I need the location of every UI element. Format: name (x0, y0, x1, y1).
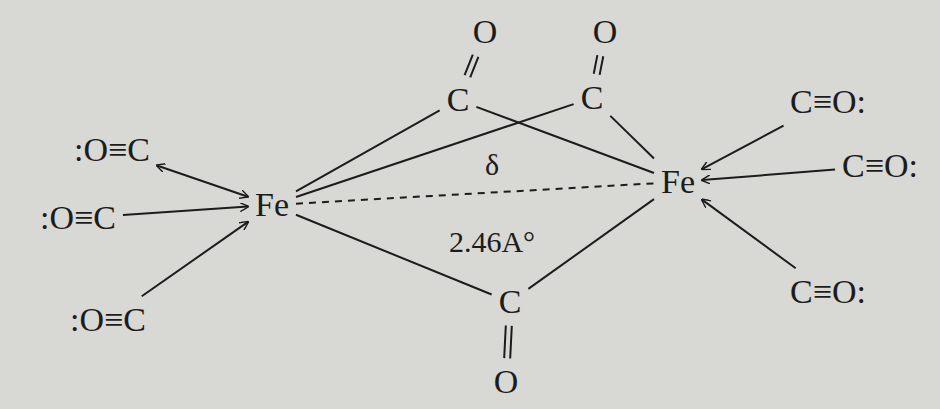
atom-label: O (473, 13, 498, 50)
carbonyl-ligand: :O≡C (66, 299, 150, 340)
bond-line (296, 104, 574, 197)
iron-atom: Fe (657, 161, 699, 202)
carbonyl-ligand: C≡O: (786, 271, 870, 312)
atom-label: C (499, 283, 522, 320)
partial-charge: δ (482, 148, 502, 182)
atom-label: C≡O: (790, 273, 866, 310)
atom-label: Fe (255, 186, 289, 223)
bond-line (296, 110, 440, 191)
atom-label: :O≡C (40, 199, 116, 236)
atom-label: :O≡C (70, 301, 146, 338)
dative-bond-arrow (123, 207, 248, 215)
carbon-atom: C (577, 77, 608, 118)
carbonyl-ligand: C≡O: (786, 81, 870, 122)
dative-bond-arrow (702, 170, 835, 181)
atom-label: Fe (661, 163, 695, 200)
carbon-atom: C (495, 281, 526, 322)
oxygen-atom: O (469, 11, 502, 52)
bond-line (594, 55, 604, 75)
bond-line (476, 107, 654, 173)
bond-length: 2.46A° (446, 225, 538, 259)
carbonyl-ligand: :O≡C (36, 197, 120, 238)
oxygen-atom: O (490, 361, 523, 402)
dative-bond-arrow (702, 200, 796, 269)
carbon-atom: C (443, 79, 474, 120)
bond-line (610, 116, 654, 159)
atom-label: C (447, 81, 470, 118)
carbonyl-ligand: :O≡C (70, 129, 154, 170)
atom-label: C≡O: (842, 147, 918, 184)
carbonyl-ligand: C≡O: (838, 145, 922, 186)
bond-line (528, 199, 654, 289)
atom-label: C (581, 79, 604, 116)
metal-metal-bond (296, 183, 654, 203)
atom-label: O (494, 363, 519, 400)
dative-bond-arrow (142, 222, 248, 296)
oxygen-atom: O (589, 11, 622, 52)
atom-label: :O≡C (74, 131, 150, 168)
atom-label: O (593, 13, 618, 50)
atom-label: C≡O: (790, 83, 866, 120)
bond-line (504, 326, 512, 359)
iron-atom: Fe (251, 184, 293, 225)
bond-line (465, 55, 479, 78)
dative-bond-arrow (157, 165, 248, 196)
dative-bond-arrow (702, 126, 784, 170)
